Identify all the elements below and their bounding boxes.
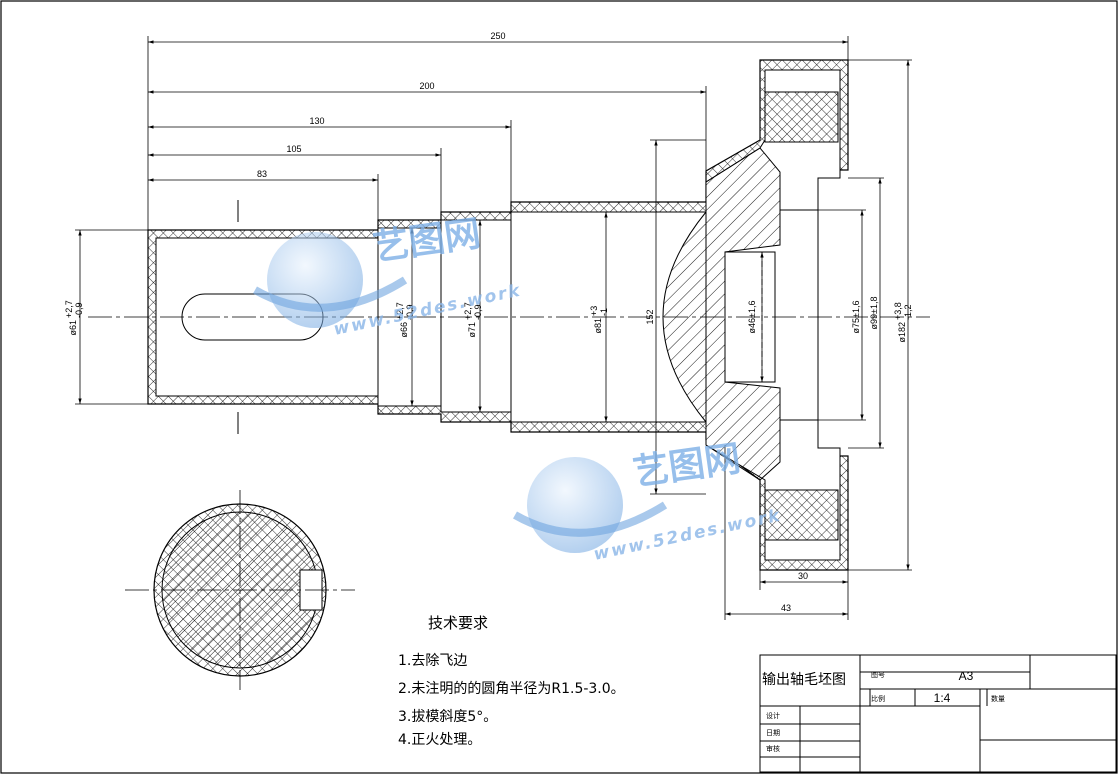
title-block (759, 654, 1117, 773)
notes-title: 技术要求 (428, 614, 488, 632)
dim-83: 83 (257, 169, 267, 179)
svg-text:ø81: ø81 (593, 318, 603, 334)
title-block-text: 输出轴毛坯图 图号 A3 比例 1:4 数量 设计 日期 审核 (762, 669, 1005, 753)
dim-dia-61: ø61 +2,7 -0,9 (64, 300, 84, 335)
dim-dia-81: ø81 +3 -1 (589, 306, 609, 334)
svg-text:艺图网: 艺图网 (631, 438, 744, 494)
part-name: 输出轴毛坯图 (762, 672, 846, 688)
note-1: 1.去除飞边 (398, 653, 467, 669)
check-label: 审核 (766, 744, 780, 753)
technical-requirements: 技术要求 1.去除飞边 2.未注明的的圆角半径为R1.5-3.0。 3.拔模斜度… (398, 614, 625, 748)
drawing-no-label: 图号 (871, 671, 885, 679)
svg-text:ø66: ø66 (399, 322, 409, 338)
drawing-no: A3 (959, 669, 974, 683)
svg-text:-1,2: -1,2 (903, 304, 913, 320)
dim-152: 152 (645, 309, 655, 324)
dimensions (75, 36, 912, 620)
dim-30: 30 (798, 571, 808, 581)
flange-rim-lower (764, 489, 839, 541)
quantity-label: 数量 (991, 694, 1005, 703)
dim-dia-71: ø71 +2,7 -0,9 (463, 302, 483, 337)
note-4: 4.正火处理。 (398, 732, 481, 748)
svg-text:+2,7: +2,7 (64, 300, 74, 318)
cross-section-view (125, 490, 355, 690)
svg-text:-0,9: -0,9 (74, 302, 84, 318)
svg-text:ø182: ø182 (897, 322, 907, 343)
dim-130: 130 (309, 116, 324, 126)
dim-dia-182: ø182 +3,8 -1,2 (893, 302, 913, 342)
dim-dia-46: ø46±1,6 (747, 301, 757, 334)
dimension-labels: 250 200 130 105 83 30 43 ø61 +2,7 -0,9 ø… (64, 31, 913, 613)
flange-rim-upper (764, 91, 839, 143)
svg-text:ø71: ø71 (467, 322, 477, 338)
svg-text:+2,7: +2,7 (463, 302, 473, 320)
dim-dia-99: ø99±1,8 (869, 297, 879, 330)
scale-value: 1:4 (934, 691, 951, 705)
svg-text:+3: +3 (589, 306, 599, 316)
svg-text:-1: -1 (599, 308, 609, 316)
design-label: 设计 (766, 711, 780, 720)
note-2: 2.未注明的的圆角半径为R1.5-3.0。 (398, 681, 625, 697)
svg-text:-0,9: -0,9 (405, 304, 415, 320)
svg-text:-0,9: -0,9 (473, 304, 483, 320)
svg-text:ø61: ø61 (68, 320, 78, 336)
globe-icon (527, 457, 623, 553)
svg-text:+2,7: +2,7 (395, 302, 405, 320)
dim-dia-66: ø66 +2,7 -0,9 (395, 302, 415, 337)
dim-105: 105 (286, 144, 301, 154)
scale-label: 比例 (871, 694, 885, 703)
dim-43: 43 (781, 603, 791, 613)
dim-dia-75: ø75±1,6 (851, 301, 861, 334)
dim-250: 250 (490, 31, 505, 41)
svg-text:+3,8: +3,8 (893, 302, 903, 320)
note-3: 3.拔模斜度5°。 (398, 709, 497, 725)
shaft-main-view (88, 59, 930, 571)
dim-200: 200 (419, 81, 434, 91)
globe-icon (267, 232, 363, 328)
date-label: 日期 (766, 729, 780, 737)
